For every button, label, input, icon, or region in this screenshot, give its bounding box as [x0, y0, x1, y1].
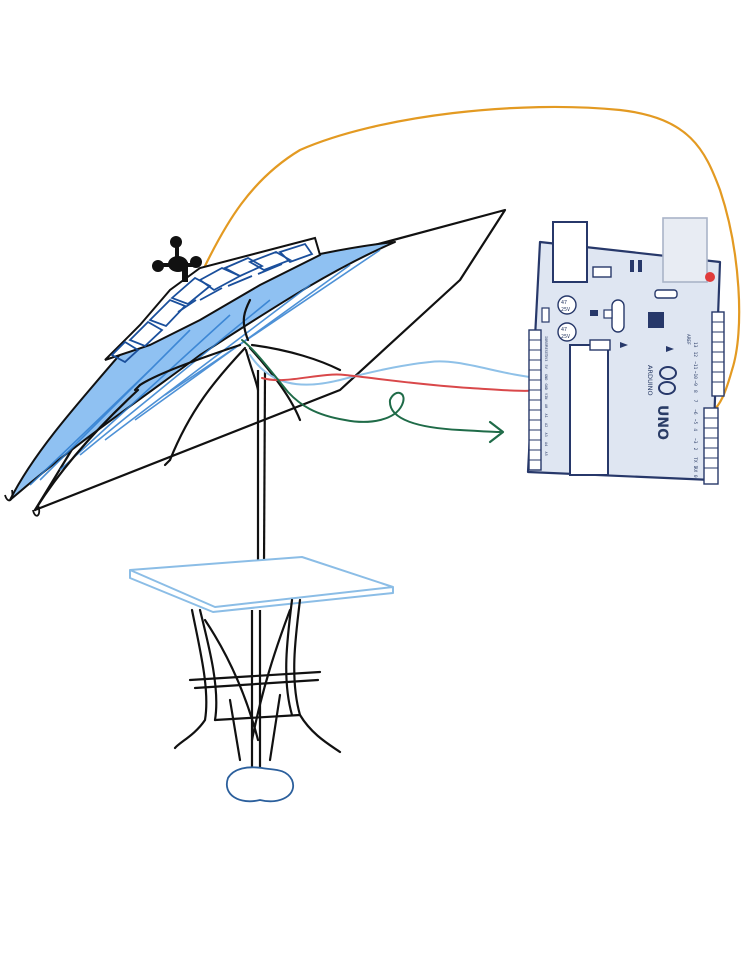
arduino-uno-icon: 47 25V 47 25V ARDUINO UNO AREF 1312~11~1…: [526, 217, 725, 485]
canopy-hem: [4, 489, 41, 517]
capacitor: [557, 295, 577, 315]
pin-label: 13: [692, 342, 698, 348]
logo-loop: [659, 366, 677, 380]
table: [129, 556, 394, 762]
canopy-shading: [29, 249, 381, 486]
umbrella-ribs: [33, 298, 342, 512]
smd-component: [620, 342, 628, 348]
pin-label: 7: [692, 400, 698, 403]
smd-component: [541, 307, 550, 323]
pin-label: A1: [544, 414, 548, 418]
pin-label: ~6: [692, 409, 698, 415]
pin-label: A0: [544, 404, 548, 408]
right-header: [703, 311, 725, 485]
smd-component: [638, 260, 642, 272]
pin-label: 12: [692, 352, 698, 358]
pin-label: A5: [544, 452, 548, 456]
capacitor: [557, 322, 577, 342]
pin-label: ~10: [692, 371, 698, 379]
pin-label: ~5: [692, 419, 698, 425]
pin-label: VIN: [544, 393, 548, 399]
power-jack: [662, 217, 708, 283]
umbrella-pole: [250, 370, 267, 770]
board-model: UNO: [654, 405, 670, 440]
board-brand: ARDUINO: [646, 365, 654, 396]
pin-number-labels: 13 12 ~11 ~10~9 8 7 ~6 ~5 4 ~3 2 TX 1RX 0: [692, 342, 698, 478]
pin-label: RX 0: [692, 467, 698, 478]
pin-label: IOREF: [544, 336, 548, 347]
pin-label: 2: [692, 448, 698, 451]
pin-label: ~9: [692, 380, 698, 386]
capacitor-label: 47: [561, 327, 567, 333]
solar-panel-icon: [104, 236, 322, 364]
led-indicator: [705, 272, 715, 282]
logo-loop: [658, 381, 676, 395]
wire-red: [261, 373, 543, 392]
crystal: [611, 299, 625, 333]
reset-button: [654, 289, 678, 299]
anemometer-icon: [152, 236, 202, 282]
microcontroller-chip: [569, 344, 609, 476]
pin-label: 5V: [544, 365, 548, 370]
capacitor-label: 25V: [561, 334, 570, 340]
pin-label: A3: [544, 433, 548, 437]
pin-label: A4: [544, 442, 548, 446]
pin-label: ~11: [692, 361, 698, 369]
usb-chip: [648, 312, 664, 328]
header-label: AREF: [685, 334, 691, 345]
panel-cells: [110, 242, 314, 364]
right-header-pins: [704, 321, 724, 469]
wire-orange: [202, 105, 741, 414]
capacitor-label: 47: [561, 300, 567, 306]
table-top: [129, 556, 394, 613]
pin-label: TX 1: [692, 457, 698, 468]
smd-component: [630, 260, 634, 272]
arrow-icon: [488, 420, 505, 444]
pin-label: A2: [544, 423, 548, 427]
pin-label: RESET: [544, 346, 548, 357]
left-header-pins: [529, 339, 541, 461]
usb-port: [552, 221, 588, 283]
chip-socket: [589, 339, 611, 351]
smd-component: [666, 346, 674, 352]
table-legs: [173, 598, 342, 762]
pole-base: [225, 766, 295, 803]
capacitor-label: 25V: [561, 307, 570, 313]
smd-component: [603, 309, 613, 319]
pin-label: 4: [692, 428, 698, 431]
pin-label: GND: [544, 374, 548, 380]
wire-blue: [249, 354, 541, 386]
voltage-regulator: [592, 266, 612, 278]
pin-label: ~3: [692, 438, 698, 444]
pin-label: GND: [544, 384, 548, 390]
pin-label: 3V3: [544, 355, 548, 361]
smd-component: [590, 310, 598, 316]
wire-green: [241, 339, 501, 433]
pin-label: 8: [692, 390, 698, 393]
